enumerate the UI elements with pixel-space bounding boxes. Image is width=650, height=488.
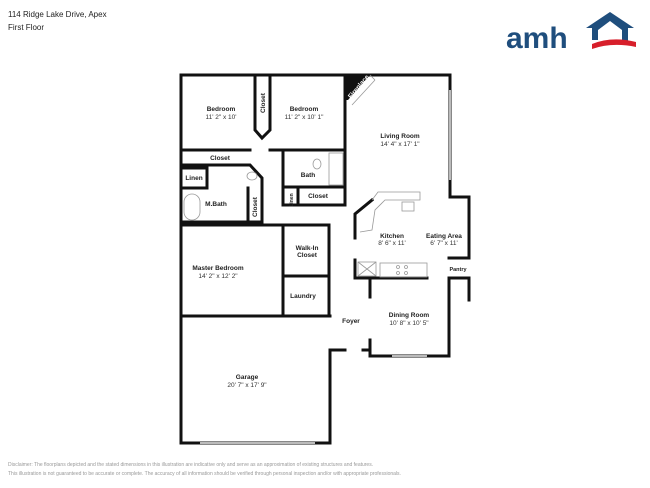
room-name: Garage — [236, 374, 259, 381]
address: 114 Ridge Lake Drive, Apex — [8, 10, 107, 19]
room-name: Linen — [289, 193, 295, 206]
room-name: Closet — [297, 252, 318, 259]
room-dims: 11' 2" x 10' 1" — [285, 114, 324, 121]
room-name: Bedroom — [290, 106, 319, 113]
walls — [179, 73, 471, 445]
bathtub — [328, 152, 344, 186]
disclaimer-line-2: This illustration is not guaranteed to b… — [8, 471, 401, 477]
room-name: Master Bedroom — [192, 265, 244, 272]
room-name: Bath — [301, 172, 315, 179]
room-name: Kitchen — [380, 233, 404, 240]
room-dims: 8' 6" x 11' — [378, 240, 405, 247]
room-name: Eating Area — [426, 233, 462, 240]
fireplace — [345, 75, 370, 100]
room-dims: 20' 7" x 17' 9" — [227, 382, 267, 389]
room-name: Foyer — [342, 318, 360, 325]
swoosh-icon — [592, 39, 636, 49]
room-labels: Bedroom 11' 2" x 10' Bedroom 11' 2" x 10… — [185, 74, 467, 389]
amh-logo: amh — [506, 12, 636, 55]
room-name: Walk-In — [296, 245, 319, 252]
svg-text:amh: amh — [506, 22, 568, 55]
room-dims: 11' 2" x 10' — [205, 114, 236, 121]
floor-label: First Floor — [8, 23, 44, 32]
room-name: Pantry — [449, 267, 467, 273]
house-icon — [586, 12, 634, 42]
room-dims: 10' 8" x 10' 5" — [389, 320, 429, 327]
room-name: Closet — [252, 196, 259, 217]
room-dims: 6' 7" x 11' — [430, 240, 457, 247]
room-name: Bedroom — [207, 106, 236, 113]
room-name: Laundry — [290, 293, 316, 300]
room-name: Closet — [210, 155, 231, 162]
room-name: Dining Room — [389, 312, 430, 319]
disclaimer-line-1: Disclaimer: The floorplans depicted and … — [8, 462, 374, 468]
room-name: Linen — [185, 175, 202, 182]
room-dims: 14' 2" x 12' 2" — [198, 273, 238, 280]
toilet — [312, 158, 322, 170]
room-dims: 14' 4" x 17' 1" — [380, 141, 420, 148]
room-name: Living Room — [380, 133, 420, 140]
fixtures — [183, 74, 451, 444]
master-tub — [183, 193, 201, 221]
room-name: Closet — [308, 193, 329, 200]
toilet — [246, 171, 258, 181]
room-name: M.Bath — [205, 201, 227, 208]
room-name: Closet — [260, 92, 267, 113]
